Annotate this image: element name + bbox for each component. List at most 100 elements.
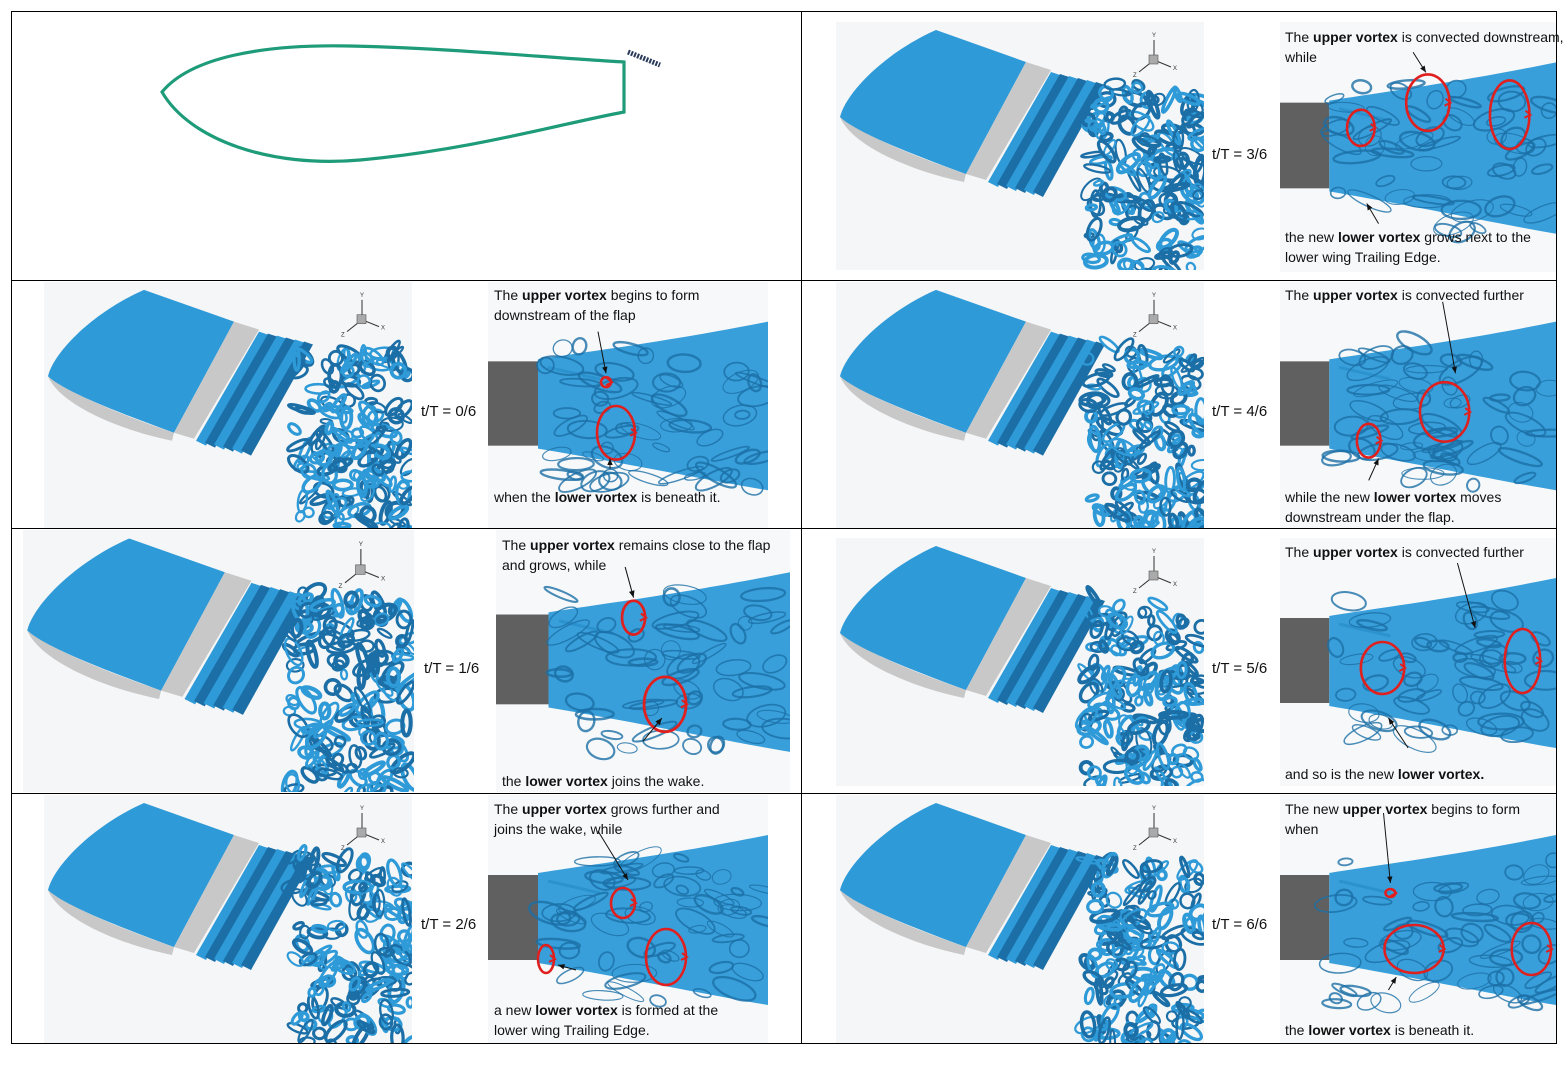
wake-eddy [1142,1006,1162,1025]
wake-stripe [1006,849,1078,964]
wake-tube [1327,101,1365,113]
wake-tube [1537,944,1556,965]
wake-eddy [1132,918,1153,935]
wake-stripe [997,590,1069,705]
wake-eddy [387,345,405,362]
wake-tube [1543,893,1556,904]
wake-eddy [348,976,362,992]
wake-tube [1437,936,1464,954]
wake-tube [1362,895,1393,906]
wake-eddy [1187,713,1204,741]
wake-tube [1323,115,1355,137]
wake-eddy [334,922,349,938]
caption-arrowhead [628,590,635,598]
wake-eddy [1090,95,1113,109]
wake-eddy [1114,482,1138,502]
caption-bold: lower vortex [554,489,638,505]
wake-tube [1375,174,1396,188]
wake-eddy [1159,496,1172,517]
wake-eddy [1174,645,1199,664]
caption-tail: is beneath it. [1390,1022,1475,1038]
wake-eddy [1191,930,1204,941]
wake-eddy [1153,766,1171,786]
trailing-edge-zoom-view [488,795,768,1043]
wake-tube [692,987,712,999]
wake-tube [673,852,690,863]
wake-eddy [1102,758,1134,774]
wake-tube [734,409,751,420]
wake-tube [731,962,764,982]
vortex-rotation-arrowhead [680,699,690,709]
wake-eddy [371,893,381,914]
wake-stripe [203,587,281,709]
wake-tube [1351,79,1373,95]
vortex-rotation-arrowhead [1444,97,1453,107]
wake-tube [1362,674,1390,692]
wake-tube [1348,703,1380,723]
caption-arrowhead [1390,977,1397,984]
wake-eddy [357,433,375,449]
wake-eddy [1193,872,1204,887]
wake-tube [1483,923,1512,943]
table-border-left [11,11,12,1044]
wake-eddy [328,960,346,971]
wake-eddy [1160,253,1182,270]
wake-stripe [1033,598,1105,713]
wake-eddy [1106,611,1129,630]
wake-stripe [222,591,300,713]
axis-x-label: X [381,839,385,845]
wake-tube [652,442,671,453]
wake-eddy [1112,679,1124,689]
wake-eddy [357,448,381,468]
wake-eddy [1094,775,1107,786]
caption-lead: when the [494,489,555,505]
wake-eddy [1142,689,1154,707]
wake-tube [1378,139,1405,155]
wake-tube [728,939,750,959]
vortex-rotation-arrowhead [1534,656,1544,665]
wing-trailing-block [1280,361,1330,446]
wake-eddy [1121,731,1130,752]
caption-bold: lower vortex [1373,489,1457,505]
wake-eddy [1162,695,1178,708]
caption-arrowhead [655,718,662,726]
axis-y-label: Y [1152,806,1156,812]
caption-bold: lower vortex [525,773,608,789]
wake-eddy [1079,1010,1097,1039]
wake-stripe [223,851,295,966]
wake-tube [722,404,758,427]
wake-eddy [355,854,371,873]
wake-tube [1398,376,1434,394]
wake-tube [1446,175,1473,191]
caption-arrow [597,830,629,881]
wake-eddy [1084,203,1099,212]
wake-tube [611,963,658,983]
wake-tube [1509,370,1541,392]
wake-eddy [341,364,355,379]
wake-eddy [384,396,404,417]
wake-tube [649,994,667,1008]
wake-tube [1438,881,1470,895]
axis-x-label: X [1173,66,1177,72]
wake-tube [1457,972,1492,990]
wake-eddy [1146,901,1175,918]
wake-eddy [1162,348,1181,364]
caption-arrowhead [1373,458,1379,466]
caption-arrowhead [602,366,608,374]
table-border-bottom [11,1043,1557,1044]
wake-stripe [1015,851,1087,966]
wake-tube [1499,203,1533,217]
wake-tube [1330,591,1367,612]
wake-eddy [1176,91,1202,106]
row-divider-2 [11,528,1557,529]
wake-eddy [1173,947,1187,971]
wake-eddy [1190,458,1204,472]
wake-eddy [1104,618,1116,641]
wake-tube [1520,700,1545,719]
wake-eddy [1084,493,1100,503]
table-border-top [11,11,1557,12]
wake-tube [1349,399,1389,422]
wake-tube [1347,189,1392,213]
wake-eddy [331,478,354,492]
wake-eddy [318,510,334,526]
